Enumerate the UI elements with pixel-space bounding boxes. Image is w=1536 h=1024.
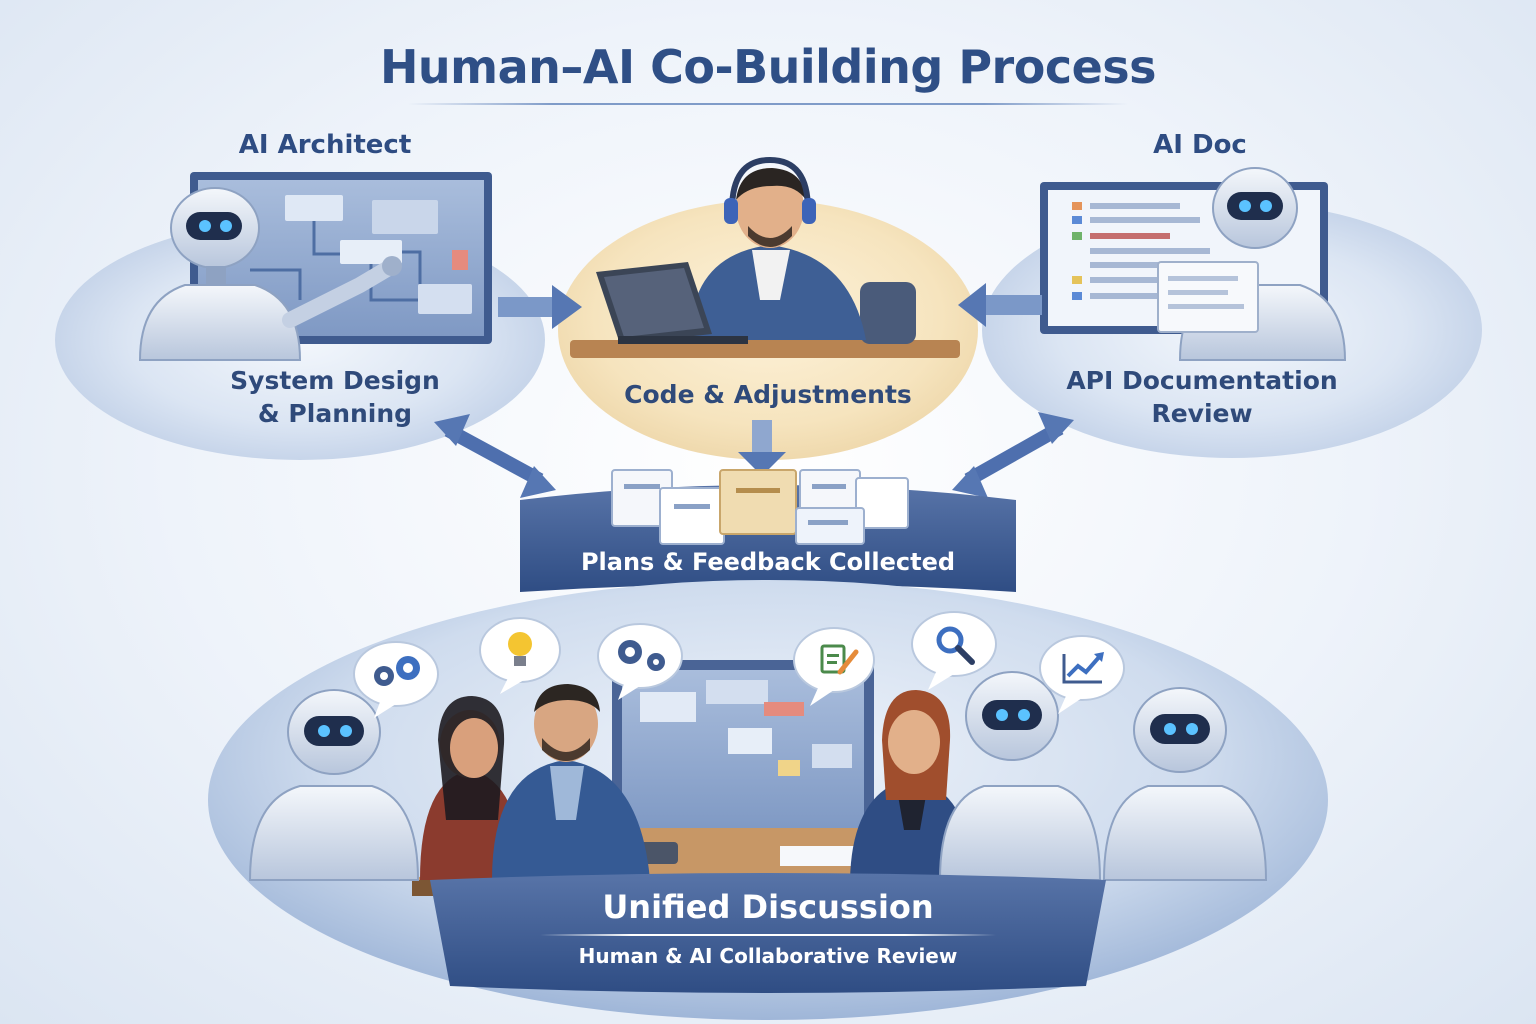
architect-role-label: AI Architect [238, 130, 412, 160]
collection-label: Plans & Feedback Collected [580, 548, 956, 576]
developer-person [690, 156, 866, 340]
gears-icon [374, 656, 420, 686]
page-title: Human–AI Co-Building Process [379, 40, 1157, 94]
architect-task-label: System Design & Planning [190, 364, 480, 430]
shared-screen [612, 660, 874, 842]
discussion-title: Unified Discussion [602, 888, 934, 926]
developer-task-label: Code & Adjustments [624, 380, 912, 409]
doc-robot [1157, 167, 1347, 361]
architect-task-line1: System Design [230, 366, 440, 395]
headphones-icon [729, 156, 811, 211]
doc-role-label: AI Doc [1153, 130, 1247, 160]
discussion-panel [208, 580, 1328, 1020]
chair [860, 282, 916, 344]
chart-up-icon [1062, 652, 1104, 684]
robot-eye [1260, 200, 1272, 212]
laptop [596, 262, 748, 344]
title-divider [408, 103, 1128, 105]
arrow-doc-collection [952, 412, 1074, 498]
robot-right [1102, 687, 1268, 881]
robot-eye [1164, 723, 1176, 735]
speech-bubble-gears-center [597, 623, 683, 700]
robot-eye [318, 725, 330, 737]
discussion-banner [430, 873, 1106, 993]
architect-task-line2: & Planning [257, 399, 413, 428]
robot-eye [996, 709, 1008, 721]
man-center [492, 684, 650, 880]
robot-eye [1018, 709, 1030, 721]
arrow-architect-to-developer [498, 285, 582, 329]
speech-bubble-gears-left [353, 641, 439, 718]
robot-eye [340, 725, 352, 737]
developer-panel [558, 156, 978, 460]
speech-bubble-search [911, 611, 997, 690]
arrow-developer-down [738, 420, 786, 476]
doc-panel [982, 167, 1482, 458]
arrow-doc-to-developer [958, 283, 1042, 327]
paper-document [780, 846, 864, 866]
architect-panel [55, 172, 545, 460]
robot-eye [199, 220, 211, 232]
magnifier-icon [936, 626, 975, 665]
lightbulb-icon [508, 632, 532, 666]
document-edit-icon [820, 644, 859, 675]
speech-bubble-edit [793, 627, 875, 706]
documents-stack [611, 469, 909, 545]
robot-left [248, 689, 420, 881]
collection-node [520, 469, 1016, 592]
desk [570, 340, 960, 358]
doc-task-line1: API Documentation [1066, 366, 1338, 395]
arrow-architect-collection [434, 414, 556, 498]
gears-icon [618, 640, 665, 671]
discussion-subtitle: Human & AI Collaborative Review [578, 944, 958, 968]
robot-eye [1239, 200, 1251, 212]
robot-center-right [938, 671, 1102, 881]
paper-document [1157, 261, 1259, 333]
robot-eye [220, 220, 232, 232]
discussion-divider [540, 934, 996, 936]
doc-task-label: API Documentation Review [1052, 364, 1352, 430]
robot-eye [1186, 723, 1198, 735]
doc-task-line2: Review [1151, 399, 1253, 428]
speech-bubble-idea [479, 617, 561, 694]
speech-bubble-chart [1039, 635, 1125, 714]
architect-robot [138, 187, 402, 361]
